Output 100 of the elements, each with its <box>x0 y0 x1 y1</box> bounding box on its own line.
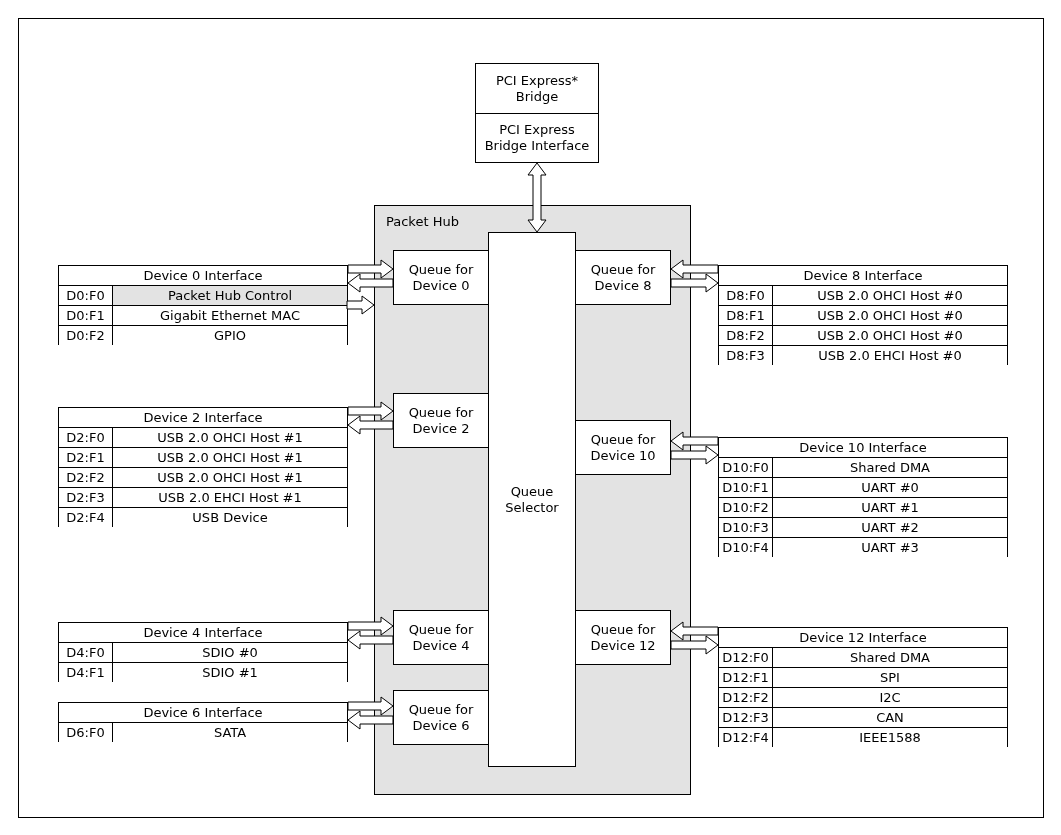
table-row <box>59 662 347 682</box>
table-row <box>59 325 347 345</box>
queue-box: Queue for Device 4 <box>393 610 489 665</box>
block-arrow <box>670 273 719 293</box>
interface-table <box>58 265 348 345</box>
block-arrow <box>670 635 719 655</box>
table-header: Device 12 Interface <box>798 629 928 647</box>
selector-box: Queue Selector <box>488 232 576 767</box>
function-name: SDIO #0 <box>201 644 259 662</box>
function-id: D2:F4 <box>59 508 113 527</box>
function-name: UART #0 <box>860 479 920 497</box>
interface-table <box>718 437 1008 557</box>
queue-box: Queue for Device 2 <box>393 393 489 448</box>
function-name: USB 2.0 OHCI Host #1 <box>156 429 304 447</box>
table-row <box>719 667 1007 687</box>
function-name: USB 2.0 OHCI Host #1 <box>156 469 304 487</box>
table-row <box>719 305 1007 325</box>
table-row <box>719 517 1007 537</box>
function-name: SDIO #1 <box>201 664 259 682</box>
table-row <box>59 642 347 662</box>
queue-box: Queue for Device 6 <box>393 690 489 745</box>
function-id: D8:F3 <box>719 346 773 365</box>
packet-hub-panel <box>374 205 691 795</box>
table-row <box>719 457 1007 477</box>
interface-label: PCI Express Bridge Interface <box>483 121 591 155</box>
function-id: D10:F4 <box>719 538 773 557</box>
function-name: Packet Hub Control <box>113 286 347 305</box>
table-row <box>719 497 1007 517</box>
function-name: USB 2.0 OHCI Host #0 <box>816 307 964 325</box>
function-name: Gigabit Ethernet MAC <box>158 307 302 325</box>
table-row <box>59 447 347 467</box>
interface-table <box>58 407 348 527</box>
table-header: Device 10 Interface <box>798 439 928 457</box>
table-row <box>719 707 1007 727</box>
block-arrow <box>347 259 394 279</box>
queue-box: Queue for Device 12 <box>575 610 671 665</box>
block-arrow <box>347 696 394 716</box>
function-name: SATA <box>212 724 248 742</box>
function-name: USB 2.0 EHCI Host #1 <box>157 489 303 507</box>
table-row <box>719 687 1007 707</box>
block-arrow <box>347 710 394 730</box>
function-name: CAN <box>875 709 905 727</box>
block-arrow <box>347 415 394 435</box>
table-header: Device 6 Interface <box>142 704 264 722</box>
function-id: D4:F1 <box>59 663 113 682</box>
function-name: GPIO <box>213 327 247 345</box>
double-arrow <box>527 162 547 233</box>
function-name: I2C <box>878 689 902 707</box>
table-row <box>59 467 347 487</box>
interface-table <box>58 702 348 742</box>
block-arrow <box>670 259 719 279</box>
table-row <box>59 285 347 305</box>
table-header: Device 0 Interface <box>142 267 264 285</box>
queue-box: Queue for Device 8 <box>575 250 671 305</box>
function-id: D6:F0 <box>59 723 113 742</box>
table-row <box>59 722 347 742</box>
function-name: UART #2 <box>860 519 920 537</box>
table-row <box>719 345 1007 365</box>
panel-title: Packet Hub <box>386 214 459 229</box>
function-name: USB 2.0 EHCI Host #0 <box>817 347 963 365</box>
table-row <box>719 537 1007 557</box>
function-name: IEEE1588 <box>858 729 922 747</box>
table-header: Device 2 Interface <box>142 409 264 427</box>
block-arrow <box>347 273 394 293</box>
table-row <box>719 727 1007 747</box>
table-header: Device 4 Interface <box>142 624 264 642</box>
function-name: USB Device <box>191 509 269 527</box>
function-name: Shared DMA <box>849 649 931 667</box>
bridge-title: PCI Express* Bridge <box>476 64 598 114</box>
table-row <box>59 507 347 527</box>
function-name: USB 2.0 OHCI Host #0 <box>816 287 964 305</box>
function-name: Shared DMA <box>849 459 931 477</box>
interface-table <box>718 265 1008 365</box>
block-arrow <box>670 445 719 465</box>
function-name: UART #1 <box>860 499 920 517</box>
table-row <box>719 325 1007 345</box>
table-row <box>59 305 347 325</box>
interface-table <box>58 622 348 682</box>
function-name: SPI <box>879 669 901 687</box>
bridge-box <box>475 63 599 163</box>
table-row <box>59 427 347 447</box>
block-arrow <box>346 295 375 315</box>
table-header: Device 8 Interface <box>802 267 924 285</box>
function-name: USB 2.0 OHCI Host #0 <box>816 327 964 345</box>
block-arrow <box>670 621 719 641</box>
function-id: D12:F4 <box>719 728 773 747</box>
function-name: UART #3 <box>860 539 920 557</box>
block-arrow <box>347 616 394 636</box>
queue-box: Queue for Device 10 <box>575 420 671 475</box>
table-row <box>719 285 1007 305</box>
interface-table <box>718 627 1008 747</box>
table-row <box>719 647 1007 667</box>
function-id: D0:F2 <box>59 326 113 345</box>
function-name: USB 2.0 OHCI Host #1 <box>156 449 304 467</box>
table-row <box>719 477 1007 497</box>
block-arrow <box>347 630 394 650</box>
table-row <box>59 487 347 507</box>
block-arrow <box>670 431 719 451</box>
block-arrow <box>347 401 394 421</box>
queue-box: Queue for Device 0 <box>393 250 489 305</box>
